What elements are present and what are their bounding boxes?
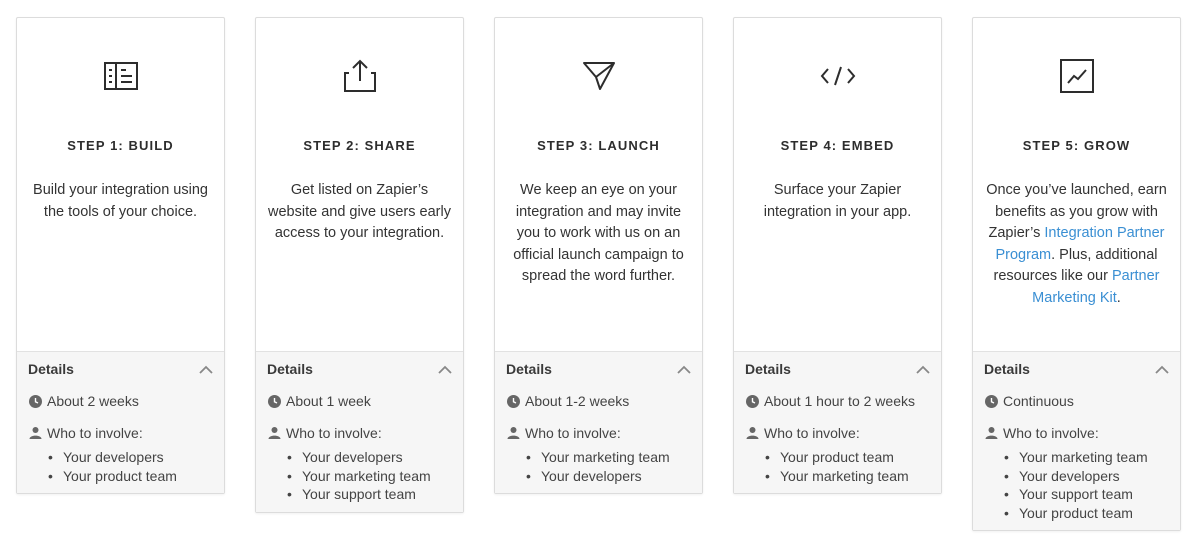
details-label: Details	[745, 361, 791, 377]
details-toggle[interactable]: Details	[506, 360, 691, 378]
integration-partner-program-link[interactable]: Integration Partner Program	[995, 225, 1165, 263]
duration-row: About 1-2 weeks	[506, 392, 691, 410]
details-panel: Details Continuous Who to involve: Your …	[973, 351, 1180, 530]
who-label: Who to involve:	[525, 425, 621, 441]
list-item: Your product team	[48, 467, 213, 486]
step-card-embed: STEP 4: EMBED Surface your Zapier integr…	[733, 17, 942, 494]
people-list: Your developers Your product team	[28, 448, 213, 485]
duration-row: About 1 hour to 2 weeks	[745, 392, 930, 410]
step-description: Get listed on Zapier’s website and give …	[268, 182, 451, 241]
step-card-build: STEP 1: BUILD Build your integration usi…	[16, 17, 225, 494]
details-label: Details	[267, 361, 313, 377]
user-icon	[745, 426, 759, 440]
duration-text: About 1 week	[286, 393, 371, 409]
chevron-up-icon[interactable]	[199, 361, 213, 377]
details-toggle[interactable]: Details	[745, 360, 930, 378]
who-row: Who to involve:	[28, 424, 213, 442]
user-icon	[506, 426, 520, 440]
send-icon	[495, 58, 702, 94]
step-title: STEP 2: SHARE	[303, 138, 416, 153]
list-item: Your support team	[1004, 485, 1169, 504]
details-panel: Details About 2 weeks Who to involve: Yo…	[17, 351, 224, 493]
details-label: Details	[984, 361, 1030, 377]
step-description: Once you’ve launched, earn benefits as y…	[985, 180, 1168, 309]
chart-icon	[973, 58, 1180, 94]
people-list: Your marketing team Your developers	[506, 448, 691, 485]
clock-icon	[745, 394, 759, 408]
list-item: Your developers	[48, 448, 213, 467]
step-description: Build your integration using the tools o…	[33, 182, 208, 220]
step-card-share: STEP 2: SHARE Get listed on Zapier’s web…	[255, 17, 464, 513]
chevron-up-icon[interactable]	[1155, 361, 1169, 377]
duration-text: About 1 hour to 2 weeks	[764, 393, 915, 409]
step-title: STEP 1: BUILD	[67, 138, 174, 153]
details-panel: Details About 1 hour to 2 weeks Who to i…	[734, 351, 941, 493]
desc-text: . Plus, additional resources like our	[993, 246, 1158, 285]
who-row: Who to involve:	[267, 424, 452, 442]
clock-icon	[28, 394, 42, 408]
who-label: Who to involve:	[47, 425, 143, 441]
chevron-up-icon[interactable]	[438, 361, 452, 377]
details-label: Details	[28, 361, 74, 377]
step-card-grow: STEP 5: GROW Once you’ve launched, earn …	[972, 17, 1181, 531]
desc-text: .	[1116, 289, 1121, 306]
people-list: Your product team Your marketing team	[745, 448, 930, 485]
clock-icon	[984, 394, 998, 408]
list-item: Your support team	[287, 485, 452, 504]
list-item: Your product team	[765, 448, 930, 467]
step-description: We keep an eye on your integration and m…	[513, 182, 684, 284]
step-card-launch: STEP 3: LAUNCH We keep an eye on your in…	[494, 17, 703, 494]
step-title: STEP 4: EMBED	[780, 138, 895, 153]
who-row: Who to involve:	[745, 424, 930, 442]
duration-text: About 2 weeks	[47, 393, 139, 409]
clock-icon	[506, 394, 520, 408]
clock-icon	[267, 394, 281, 408]
step-title: STEP 5: GROW	[1022, 138, 1131, 153]
upload-icon	[256, 58, 463, 94]
who-row: Who to involve:	[506, 424, 691, 442]
details-toggle[interactable]: Details	[984, 360, 1169, 378]
duration-row: Continuous	[984, 392, 1169, 410]
who-label: Who to involve:	[286, 425, 382, 441]
layout-icon	[17, 58, 224, 94]
duration-text: Continuous	[1003, 393, 1074, 409]
who-label: Who to involve:	[764, 425, 860, 441]
list-item: Your marketing team	[287, 467, 452, 486]
duration-text: About 1-2 weeks	[525, 393, 630, 409]
step-description: Surface your Zapier integration in your …	[763, 182, 912, 220]
details-panel: Details About 1-2 weeks Who to involve: …	[495, 351, 702, 493]
list-item: Your marketing team	[1004, 448, 1169, 467]
details-toggle[interactable]: Details	[267, 360, 452, 378]
details-toggle[interactable]: Details	[28, 360, 213, 378]
duration-row: About 2 weeks	[28, 392, 213, 410]
user-icon	[267, 426, 281, 440]
step-title: STEP 3: LAUNCH	[537, 138, 660, 153]
user-icon	[28, 426, 42, 440]
list-item: Your developers	[1004, 467, 1169, 486]
chevron-up-icon[interactable]	[916, 361, 930, 377]
duration-row: About 1 week	[267, 392, 452, 410]
chevron-up-icon[interactable]	[677, 361, 691, 377]
desc-text: Once you’ve launched, earn benefits as y…	[986, 182, 1167, 241]
code-icon	[734, 58, 941, 94]
partner-marketing-kit-link[interactable]: Partner Marketing Kit	[1032, 268, 1160, 306]
list-item: Your product team	[1004, 504, 1169, 523]
details-panel: Details About 1 week Who to involve: You…	[256, 351, 463, 512]
who-label: Who to involve:	[1003, 425, 1099, 441]
details-label: Details	[506, 361, 552, 377]
people-list: Your developers Your marketing team Your…	[267, 448, 452, 504]
list-item: Your marketing team	[526, 448, 691, 467]
list-item: Your developers	[526, 467, 691, 486]
who-row: Who to involve:	[984, 424, 1169, 442]
user-icon	[984, 426, 998, 440]
list-item: Your developers	[287, 448, 452, 467]
people-list: Your marketing team Your developers Your…	[984, 448, 1169, 522]
list-item: Your marketing team	[765, 467, 930, 486]
